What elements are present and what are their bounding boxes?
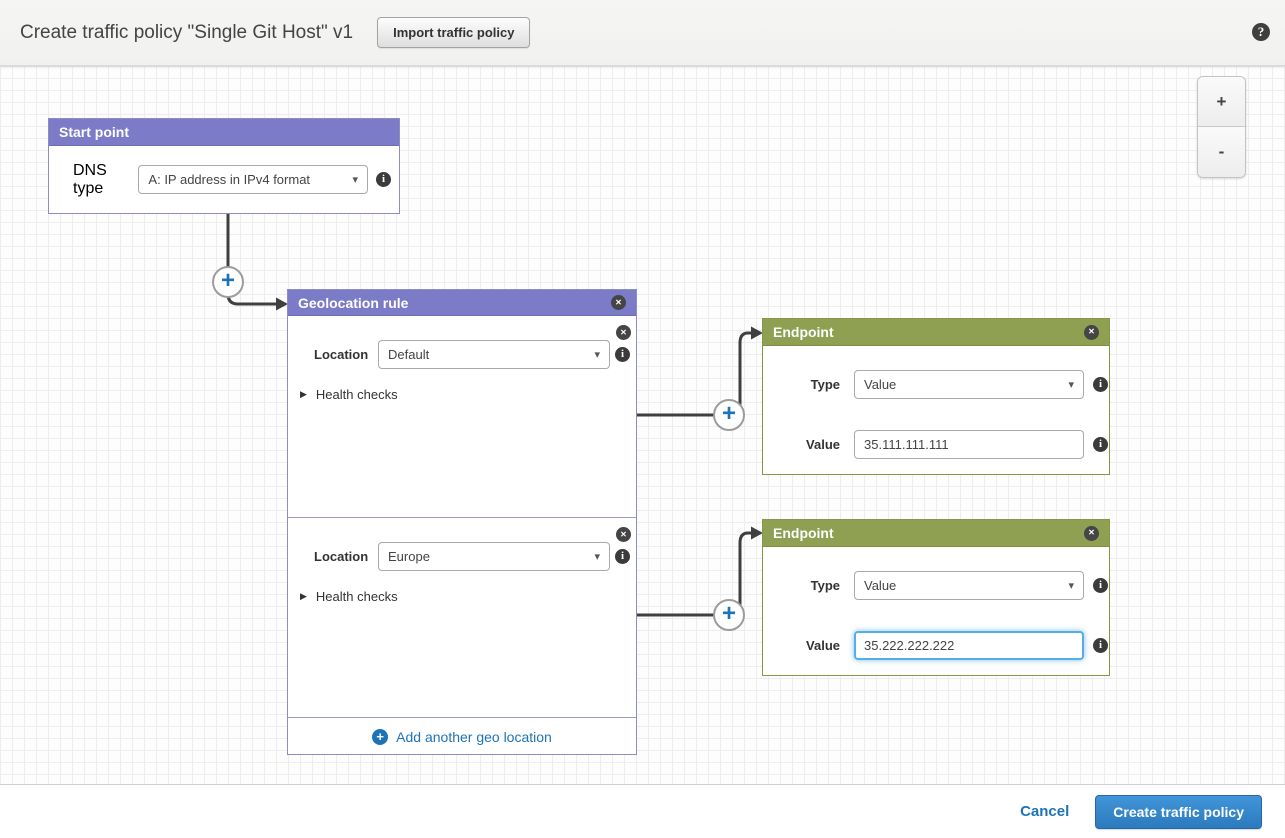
canvas-zoom-controls: + - [1197,76,1246,178]
start-point-title: Start point [59,124,129,140]
geo-location-section-europe: ✕ Location Europe ▾ i ▶ Health checks [288,518,636,718]
dns-type-dropdown[interactable]: A: IP address in IPv4 format ▾ [138,165,368,194]
top-bar: Create traffic policy "Single Git Host" … [0,0,1285,66]
endpoint-title: Endpoint [773,324,834,340]
plus-icon: + [721,600,736,627]
add-another-geo-location-button[interactable]: + Add another geo location [288,718,636,755]
cancel-button[interactable]: Cancel [1020,803,1070,820]
zoom-out-button[interactable]: - [1198,127,1245,177]
chevron-down-icon: ▾ [594,349,600,361]
endpoint-header: Endpoint ✕ [763,520,1109,547]
info-icon[interactable]: i [1093,377,1108,392]
create-traffic-policy-button[interactable]: Create traffic policy [1095,794,1262,829]
geo-location-section-default: ✕ Location Default ▾ i ▶ Health checks [288,316,636,518]
info-icon[interactable]: i [615,347,630,362]
plus-icon: + [721,400,736,427]
expand-arrow-icon: ▶ [300,389,307,399]
start-point-header: Start point [49,119,399,146]
endpoint-header: Endpoint ✕ [763,319,1109,346]
info-icon[interactable]: i [1093,578,1108,593]
chevron-down-icon: ▾ [1068,580,1074,592]
endpoint-value-label: Value [806,638,840,653]
info-icon[interactable]: i [1093,638,1108,653]
health-checks-toggle[interactable]: ▶ Health checks [300,387,398,402]
plus-icon: + [220,267,235,294]
info-icon[interactable]: i [615,549,630,564]
endpoint1-connector-add-button[interactable]: + [713,399,745,431]
close-icon[interactable]: ✕ [611,295,626,310]
health-checks-toggle[interactable]: ▶ Health checks [300,589,398,604]
close-icon[interactable]: ✕ [1084,525,1099,541]
endpoint-value-input[interactable] [854,430,1084,459]
close-icon[interactable]: ✕ [616,325,631,340]
location-dropdown[interactable]: Europe ▾ [378,542,610,571]
chevron-down-icon: ▾ [594,551,600,563]
import-traffic-policy-button[interactable]: Import traffic policy [377,17,531,48]
location-label: Location [314,347,369,362]
bottom-action-bar: Cancel Create traffic policy [0,785,1285,838]
expand-arrow-icon: ▶ [300,591,307,601]
location-label: Location [314,549,369,564]
endpoint-title: Endpoint [773,525,834,541]
policy-editor-canvas[interactable]: + + + + - Start point DNS type A: IP add… [0,66,1285,785]
start-point-node: Start point DNS type A: IP address in IP… [48,118,400,214]
geolocation-rule-node: Geolocation rule ✕ ✕ Location Default ▾ … [287,289,637,755]
help-icon[interactable]: ? [1252,23,1270,41]
endpoint-value-input[interactable] [854,631,1084,660]
info-icon[interactable]: i [376,172,391,187]
dns-type-label: DNS type [73,161,107,197]
endpoint-node-2: Endpoint ✕ Type Value ▾ i Value i [762,519,1110,676]
chevron-down-icon: ▾ [352,174,358,186]
endpoint2-connector-add-button[interactable]: + [713,599,745,631]
endpoint-type-label: Type [810,578,840,593]
close-icon[interactable]: ✕ [616,527,631,542]
info-icon[interactable]: i [1093,437,1108,452]
start-connector-add-button[interactable]: + [212,266,244,298]
endpoint-type-label: Type [810,377,840,392]
page-title: Create traffic policy "Single Git Host" … [20,21,354,43]
geolocation-rule-title: Geolocation rule [298,294,409,311]
close-icon[interactable]: ✕ [1084,324,1099,340]
plus-circle-icon: + [372,728,389,745]
endpoint-type-dropdown[interactable]: Value ▾ [854,370,1084,399]
chevron-down-icon: ▾ [1068,379,1074,391]
zoom-in-button[interactable]: + [1198,77,1245,127]
endpoint-node-1: Endpoint ✕ Type Value ▾ i Value i [762,318,1110,475]
location-dropdown[interactable]: Default ▾ [378,340,610,369]
endpoint-type-dropdown[interactable]: Value ▾ [854,571,1084,600]
geolocation-rule-header: Geolocation rule ✕ [288,290,636,316]
endpoint-value-label: Value [806,437,840,452]
